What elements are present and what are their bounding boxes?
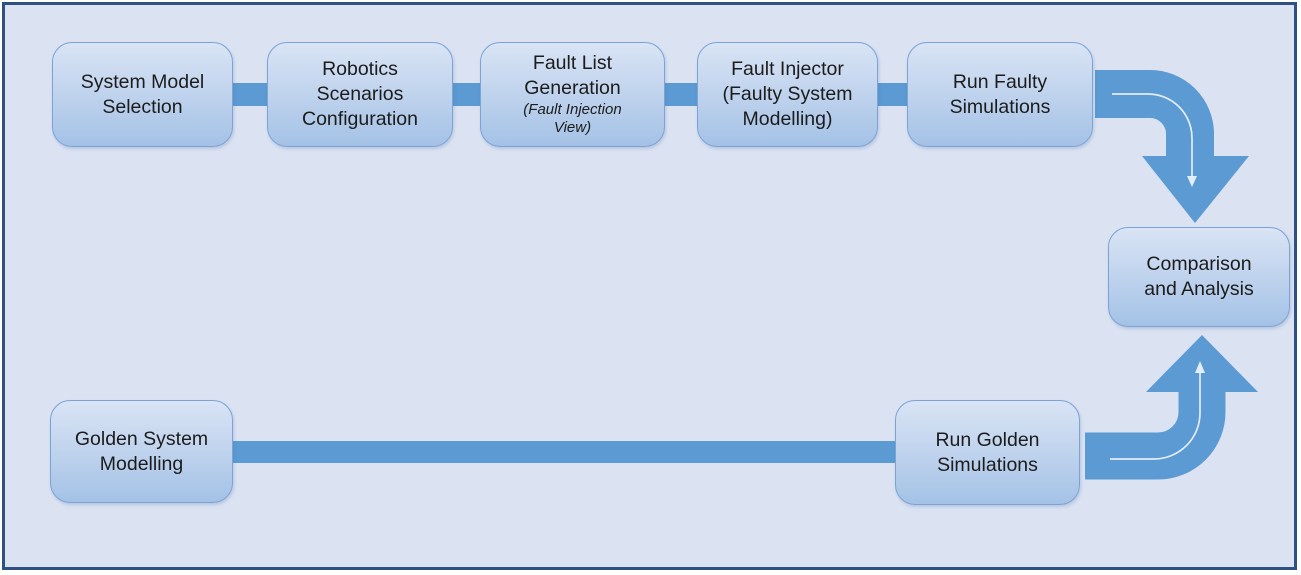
arrowhead-up-icon [1146, 335, 1258, 392]
guide-arrow-down-line [1112, 93, 1193, 177]
node-label: Run Golden Simulations [935, 428, 1040, 476]
node-fault-list-generation: Fault List Generation (Fault Injection V… [480, 42, 665, 147]
node-robotics-scenarios-configuration: Robotics Scenarios Configuration [267, 42, 453, 147]
node-run-golden-simulations: Run Golden Simulations [895, 400, 1080, 505]
node-label: Comparison and Analysis [1144, 253, 1254, 300]
node-run-faulty-simulations: Run Faulty Simulations [907, 42, 1093, 147]
node-label: Robotics Scenarios Configuration [302, 58, 418, 130]
edge-robotics-to-faultlist [448, 83, 486, 106]
edge-system-to-robotics [228, 83, 272, 106]
edge-faultlist-to-injector [658, 83, 702, 106]
guide-arrow-up-line [1110, 372, 1201, 460]
guide-arrow-down-icon [1187, 176, 1197, 187]
node-fault-injector: Fault Injector (Faulty System Modelling) [697, 42, 878, 147]
node-label: Golden System Modelling [74, 427, 209, 475]
edge-injector-to-runfaulty [872, 83, 912, 106]
node-golden-system-modelling: Golden System Modelling [50, 400, 233, 503]
node-system-model-selection: System Model Selection [52, 42, 233, 147]
node-label: Fault List Generation [524, 52, 621, 100]
edge-rungolden-to-comparison [1085, 390, 1226, 480]
node-label: Run Faulty Simulations [949, 70, 1051, 118]
node-label: Fault Injector (Faulty System Modelling) [722, 58, 853, 130]
node-sublabel: (Fault Injection View) [523, 101, 622, 137]
guide-arrow-up-icon [1195, 361, 1205, 373]
edge-golden-to-rungolden [228, 441, 900, 463]
node-label: System Model Selection [80, 70, 205, 118]
node-comparison-and-analysis: Comparison and Analysis [1108, 227, 1290, 327]
arrowhead-down-icon [1142, 156, 1249, 223]
